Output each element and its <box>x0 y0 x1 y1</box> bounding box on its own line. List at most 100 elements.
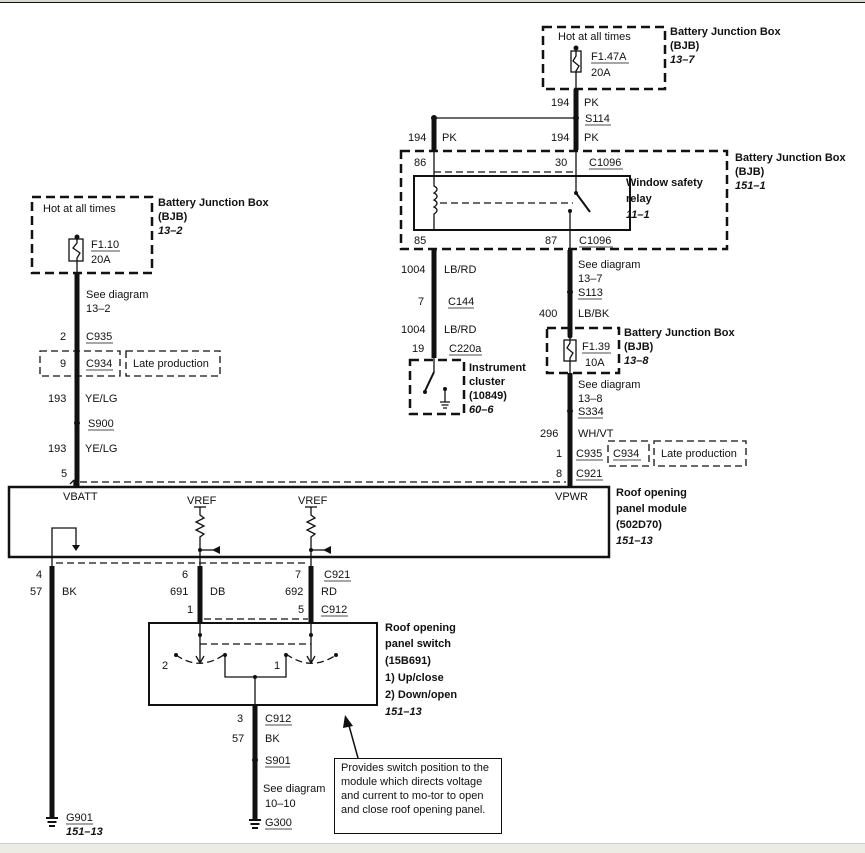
wire-692-label: 692 <box>285 586 303 598</box>
instrument-cluster: Instrument cluster (10849) 60–6 <box>408 358 526 416</box>
switch-position-1: 1 <box>274 660 280 672</box>
roof-opening-panel-module: VBATT VREF VREF VPWR Roof opening panel … <box>7 479 687 566</box>
bjb-f139-fuse-box: F1.39 10A Battery Junction Box (BJB) 13–… <box>545 326 736 375</box>
bjb-relay-ref: 151–1 <box>735 180 766 192</box>
vref-2-input-arrow-icon <box>323 546 331 554</box>
left-c934-dashed-box <box>39 350 121 377</box>
right-c935-pin: 1 <box>556 448 562 460</box>
module-internal-ground-icon <box>72 545 80 551</box>
switch-option-1: 1) Up/close <box>385 672 444 684</box>
db-pin-6: 6 <box>182 569 188 581</box>
note-arrow-icon <box>343 715 353 728</box>
right-c921-pin: 8 <box>556 468 562 480</box>
relay-pin-87: 87 <box>545 235 557 247</box>
module-ref: 151–13 <box>616 535 653 547</box>
window-top-border <box>0 0 865 3</box>
bjb-left-fuse-rating: 20A <box>91 254 111 266</box>
module-out-c921: C921 <box>324 569 350 581</box>
module-internal-ground-line <box>51 527 77 566</box>
module-name-2: panel module <box>616 503 687 515</box>
rd-pin-7: 7 <box>295 569 301 581</box>
window-safety-relay <box>413 175 631 231</box>
bjb-f139-abbr: (BJB) <box>624 341 654 353</box>
relay-name-2: relay <box>626 193 653 205</box>
switch-name-2: panel switch <box>385 638 451 650</box>
see-diagram-13-8: See diagram <box>578 379 640 391</box>
switch-box <box>148 622 378 706</box>
left-see-diagram: See diagram <box>86 289 148 301</box>
right-c935-label: C935 <box>576 448 602 460</box>
wire-db-label: DB <box>210 586 225 598</box>
wire-whvt-label: WH/VT <box>578 428 614 440</box>
wire-pk-label-3: PK <box>584 132 599 144</box>
ground-g901-icon <box>46 817 58 827</box>
switch-description-note: Provides switch position to the module w… <box>334 758 502 834</box>
bjb-f139-fuse-id: F1.39 <box>582 341 610 353</box>
module-vbatt: VBATT <box>63 491 98 503</box>
bjb-top-abbr: (BJB) <box>670 40 700 52</box>
wire-bk-label: BK <box>62 586 77 598</box>
switch-part: (15B691) <box>385 655 431 667</box>
instrument-cluster-dashed-box <box>408 358 466 416</box>
fuse-element-icon <box>566 336 574 373</box>
rd-switch-pin-5: 5 <box>298 604 304 616</box>
cluster-part: (10849) <box>469 390 507 402</box>
left-c935-label: C935 <box>86 331 112 343</box>
right-late-production-label: Late production <box>661 448 737 460</box>
relay-pin-30: 30 <box>555 157 567 169</box>
left-c934-label: C934 <box>86 358 112 370</box>
vref-2-resistor-icon <box>305 507 317 566</box>
relay-coil-icon <box>432 176 438 230</box>
left-see-diagram-ref: 13–2 <box>86 303 110 315</box>
switch-out-pin-3: 3 <box>237 713 243 725</box>
c220a-label: C220a <box>449 343 482 355</box>
ground-g901-label: G901 <box>66 812 93 824</box>
cluster-name-2: cluster <box>469 376 506 388</box>
cluster-ref: 60–6 <box>469 404 494 416</box>
relay-conn-c1096-top: C1096 <box>589 157 621 169</box>
bjb-relay-name: Battery Junction Box <box>735 152 847 164</box>
switch-name-1: Roof opening <box>385 622 456 634</box>
splice-s900-dot <box>74 420 80 426</box>
wire-pk-label-2: PK <box>442 132 457 144</box>
wire-400-label: 400 <box>539 308 557 320</box>
wire-lbrd-label-1: LB/RD <box>444 264 476 276</box>
module-out-c912: C912 <box>321 604 347 616</box>
left-c934-pin: 9 <box>60 358 66 370</box>
switch-arc-left-icon <box>175 653 226 664</box>
ground-g300-icon <box>249 819 261 829</box>
left-late-production-label: Late production <box>133 358 209 370</box>
vref-1-input-arrow-icon <box>212 546 220 554</box>
see-diagram-13-8-ref: 13–8 <box>578 393 602 405</box>
fuse-element-icon <box>72 237 81 273</box>
ground-g300-label: G300 <box>265 817 292 829</box>
wire-193-label-1: 193 <box>48 393 66 405</box>
left-c921-pin: 5 <box>61 468 67 480</box>
c144-label: C144 <box>448 296 474 308</box>
note-pointer-line <box>347 721 359 759</box>
relay-name-1: Window safety <box>626 177 704 189</box>
wire-pk-label-1: PK <box>584 97 599 109</box>
switch-wire-bk-label: BK <box>265 733 280 745</box>
bjb-left-ref: 13–2 <box>158 225 182 237</box>
bjb-top-fuse-box: Hot at all times F1.47A 20A Battery Junc… <box>541 25 782 91</box>
module-vref-2: VREF <box>298 495 328 507</box>
bjb-top-dashed-box <box>541 25 667 91</box>
wire-296-label: 296 <box>540 428 558 440</box>
relay-pin-86: 86 <box>414 157 426 169</box>
bjb-top-ref: 13–7 <box>670 54 695 66</box>
bjb-f139-name: Battery Junction Box <box>624 327 736 339</box>
wire-lbbk-label: LB/BK <box>578 308 610 320</box>
gnd-pin-4: 4 <box>36 569 42 581</box>
bjb-left-hot-label: Hot at all times <box>43 203 116 215</box>
wire-1004-label-1: 1004 <box>401 264 425 276</box>
bjb-f139-ref: 13–8 <box>624 355 649 367</box>
see-diagram-13-7: See diagram <box>578 259 640 271</box>
switch-see-diagram: See diagram <box>263 783 325 795</box>
switch-wire-57-label: 57 <box>232 733 244 745</box>
splice-s901-label: S901 <box>265 755 291 767</box>
c144-pin: 7 <box>418 296 424 308</box>
right-c921-label: C921 <box>576 468 602 480</box>
splice-s113-label: S113 <box>578 287 603 299</box>
